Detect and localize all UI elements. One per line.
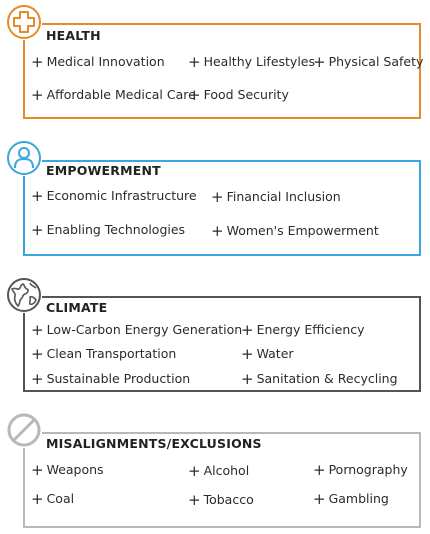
list-item: +Clean Transportation xyxy=(31,345,177,363)
climate-box xyxy=(23,296,421,392)
list-item: +Women's Empowerment xyxy=(211,222,379,240)
section-title: MISALIGNMENTS/EXCLUSIONS xyxy=(46,436,262,451)
list-item: +Enabling Technologies xyxy=(31,221,186,239)
person-icon xyxy=(6,140,42,176)
list-item: +Energy Efficiency xyxy=(241,321,365,339)
list-item: +Pornography xyxy=(313,461,408,479)
list-item: +Weapons xyxy=(31,461,104,479)
exclusions-box xyxy=(23,432,421,528)
prohibited-icon xyxy=(6,412,42,448)
list-item: +Food Security xyxy=(188,86,289,104)
list-item: +Alcohol xyxy=(188,462,250,480)
list-item: +Gambling xyxy=(313,490,389,508)
section-title: EMPOWERMENT xyxy=(46,163,161,178)
empowerment-section: EMPOWERMENT +Economic Infrastructure +Fi… xyxy=(0,140,430,260)
climate-section: CLIMATE +Low-Carbon Energy Generation +E… xyxy=(0,275,430,395)
exclusions-section: MISALIGNMENTS/EXCLUSIONS +Weapons +Alcoh… xyxy=(0,412,430,532)
list-item: +Water xyxy=(241,345,294,363)
list-item: +Tobacco xyxy=(188,491,254,509)
list-item: +Affordable Medical Care xyxy=(31,86,196,104)
health-section: HEALTH +Medical Innovation +Healthy Life… xyxy=(0,0,430,125)
section-title: CLIMATE xyxy=(46,300,108,315)
section-title: HEALTH xyxy=(46,28,101,43)
globe-icon xyxy=(6,277,42,313)
list-item: +Sanitation & Recycling xyxy=(241,370,398,388)
empowerment-box xyxy=(23,160,421,256)
list-item: +Sustainable Production xyxy=(31,370,191,388)
list-item: +Physical Safety xyxy=(313,53,424,71)
list-item: +Medical Innovation xyxy=(31,53,165,71)
list-item: +Financial Inclusion xyxy=(211,188,341,206)
health-box xyxy=(23,23,421,119)
list-item: +Healthy Lifestyles xyxy=(188,53,316,71)
list-item: +Coal xyxy=(31,490,75,508)
list-item: +Economic Infrastructure xyxy=(31,187,197,205)
medical-cross-icon xyxy=(6,4,42,40)
list-item: +Low-Carbon Energy Generation xyxy=(31,321,243,339)
